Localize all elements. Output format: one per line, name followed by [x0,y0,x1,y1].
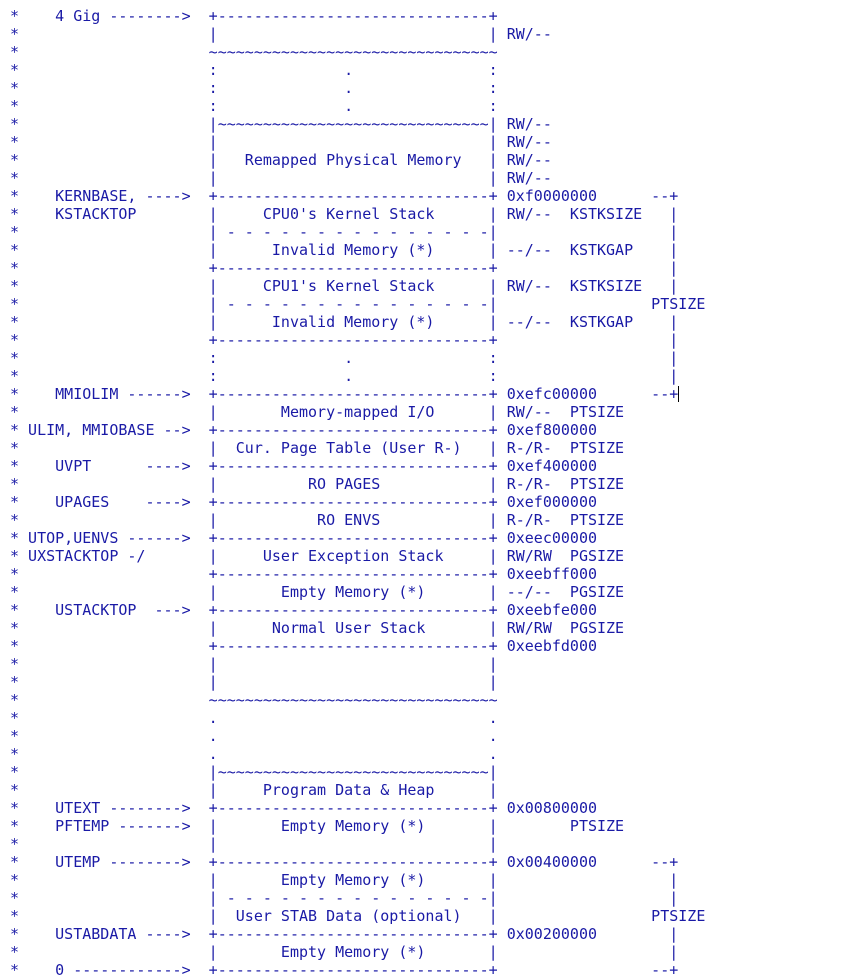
code-line[interactable]: * | Invalid Memory (*) | --/-- KSTKGAP | [10,241,679,259]
code-line[interactable]: * | Empty Memory (*) | --/-- PGSIZE [10,583,625,601]
code-line[interactable]: * +------------------------------+ 0xeeb… [10,565,597,583]
code-line[interactable]: * ~~~~~~~~~~~~~~~~~~~~~~~~~~~~~~~~ [10,43,498,61]
text-cursor [678,386,680,402]
code-line[interactable]: * | - - - - - - - - - - - - - - -| | [10,223,679,241]
code-line[interactable]: * UTEMP --------> +---------------------… [10,853,679,871]
code-line[interactable]: * +------------------------------+ | [10,259,679,277]
code-line[interactable]: * KERNBASE, ----> +---------------------… [10,187,679,205]
code-line[interactable]: * : . : | [10,367,679,385]
code-line[interactable]: * | Cur. Page Table (User R-) | R-/R- PT… [10,439,625,457]
code-line[interactable]: * |~~~~~~~~~~~~~~~~~~~~~~~~~~~~~~| [10,763,498,781]
code-line[interactable]: * | | RW/-- [10,169,552,187]
code-line[interactable]: * 0 ------------> +---------------------… [10,961,679,979]
code-line[interactable]: * UTEXT --------> +---------------------… [10,799,597,817]
code-line[interactable]: * | | RW/-- [10,133,552,151]
code-editor-view[interactable]: * 4 Gig --------> +---------------------… [10,7,848,979]
code-line[interactable]: * | User STAB Data (optional) | PTSIZE [10,907,706,925]
code-line[interactable]: * | | [10,673,498,691]
code-line[interactable]: * . . [10,727,498,745]
code-line[interactable]: * | | [10,655,498,673]
code-line[interactable]: * PFTEMP -------> | Empty Memory (*) | P… [10,817,625,835]
code-line[interactable]: * | | [10,835,498,853]
code-line[interactable]: * KSTACKTOP | CPU0's Kernel Stack | RW/-… [10,205,679,223]
code-line[interactable]: * | Empty Memory (*) | | [10,871,679,889]
code-line[interactable]: * UVPT ----> +--------------------------… [10,457,597,475]
code-line[interactable]: * | Empty Memory (*) | | [10,943,679,961]
code-line[interactable]: * MMIOLIM ------> +---------------------… [10,385,680,403]
code-line[interactable]: * | | RW/-- [10,25,552,43]
code-line[interactable]: * | Memory-mapped I/O | RW/-- PTSIZE [10,403,625,421]
code-line[interactable]: * 4 Gig --------> +---------------------… [10,7,498,25]
code-line[interactable]: * ULIM, MMIOBASE --> +------------------… [10,421,597,439]
code-line[interactable]: * : . : [10,79,498,97]
code-line[interactable]: * | Invalid Memory (*) | --/-- KSTKGAP | [10,313,679,331]
code-line[interactable]: * |~~~~~~~~~~~~~~~~~~~~~~~~~~~~~~| RW/-- [10,115,552,133]
code-line[interactable]: * +------------------------------+ | [10,331,679,349]
code-line[interactable]: * | Program Data & Heap | [10,781,498,799]
code-line[interactable]: * . . [10,709,498,727]
code-line[interactable]: * | RO ENVS | R-/R- PTSIZE [10,511,625,529]
code-line[interactable]: * : . : [10,97,498,115]
code-line[interactable]: * | - - - - - - - - - - - - - - -| PTSIZ… [10,295,706,313]
code-line[interactable]: * | Remapped Physical Memory | RW/-- [10,151,552,169]
code-line[interactable]: * UPAGES ----> +------------------------… [10,493,597,511]
code-line[interactable]: * USTABDATA ----> +---------------------… [10,925,679,943]
code-line[interactable]: * : . : | [10,349,679,367]
code-line[interactable]: * : . : [10,61,498,79]
code-line[interactable]: * | CPU1's Kernel Stack | RW/-- KSTKSIZE… [10,277,679,295]
code-line[interactable]: * USTACKTOP ---> +----------------------… [10,601,597,619]
code-line[interactable]: * UXSTACKTOP -/ | User Exception Stack |… [10,547,625,565]
code-line[interactable]: * | Normal User Stack | RW/RW PGSIZE [10,619,625,637]
code-line[interactable]: * | - - - - - - - - - - - - - - -| | [10,889,679,907]
code-line[interactable]: * | RO PAGES | R-/R- PTSIZE [10,475,625,493]
code-line[interactable]: * . . [10,745,498,763]
code-line[interactable]: * +------------------------------+ 0xeeb… [10,637,597,655]
code-line[interactable]: * UTOP,UENVS ------> +------------------… [10,529,597,547]
code-line[interactable]: * ~~~~~~~~~~~~~~~~~~~~~~~~~~~~~~~~ [10,691,498,709]
